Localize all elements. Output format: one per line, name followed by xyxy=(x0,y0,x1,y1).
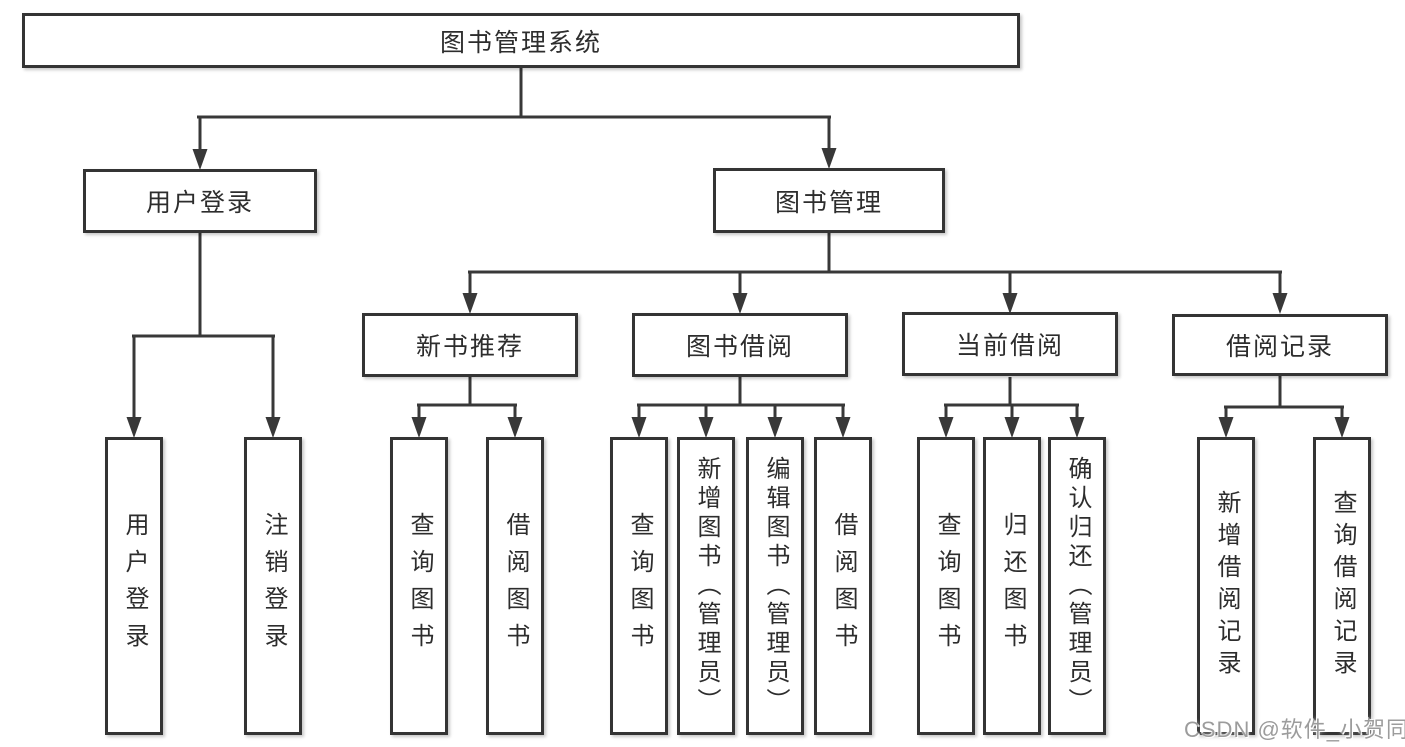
leaf-return-books: 归还图书 xyxy=(983,437,1041,735)
leaf-query-books-current-label: 查询图书 xyxy=(933,512,960,660)
leaf-add-book-admin-label: 新增图书（管理员） xyxy=(693,455,720,717)
leaf-borrow-books-recommend: 借阅图书 xyxy=(486,437,544,735)
node-root: 图书管理系统 xyxy=(22,13,1020,68)
node-book-borrowing-label: 图书借阅 xyxy=(685,333,794,361)
leaf-confirm-return-admin-label: 确认归还（管理员） xyxy=(1064,455,1091,717)
leaf-query-borrow-record-label: 查询借阅记录 xyxy=(1329,490,1356,682)
leaf-return-books-label: 归还图书 xyxy=(999,512,1026,660)
leaf-query-books-recommend-label: 查询图书 xyxy=(406,512,433,660)
leaf-query-books-recommend: 查询图书 xyxy=(390,437,448,735)
node-current-borrowing-label: 当前借阅 xyxy=(955,332,1064,360)
leaf-query-books-borrowing: 查询图书 xyxy=(610,437,668,735)
leaf-query-books-current: 查询图书 xyxy=(917,437,975,735)
leaf-query-books-borrowing-label: 查询图书 xyxy=(626,512,653,660)
leaf-user-login: 用户登录 xyxy=(105,437,163,735)
node-current-borrowing: 当前借阅 xyxy=(902,312,1118,376)
leaf-add-book-admin: 新增图书（管理员） xyxy=(677,437,735,735)
leaf-edit-book-admin: 编辑图书（管理员） xyxy=(746,437,804,735)
leaf-logout-label: 注销登录 xyxy=(260,512,287,660)
node-user-login-branch-label: 用户登录 xyxy=(145,189,254,217)
leaf-borrow-books-borrowing: 借阅图书 xyxy=(814,437,872,735)
node-borrow-records-label: 借阅记录 xyxy=(1225,333,1334,361)
csdn-watermark: CSDN @软件_小贺同学 xyxy=(1184,717,1405,742)
leaf-user-login-label: 用户登录 xyxy=(121,512,148,660)
node-user-login-branch: 用户登录 xyxy=(83,169,317,233)
node-book-management: 图书管理 xyxy=(713,168,945,233)
leaf-edit-book-admin-label: 编辑图书（管理员） xyxy=(762,455,789,717)
node-root-label: 图书管理系统 xyxy=(439,28,602,57)
node-new-book-recommend: 新书推荐 xyxy=(362,313,578,377)
node-book-borrowing: 图书借阅 xyxy=(632,313,848,377)
leaf-add-borrow-record: 新增借阅记录 xyxy=(1197,437,1255,735)
leaf-logout: 注销登录 xyxy=(244,437,302,735)
leaf-borrow-books-recommend-label: 借阅图书 xyxy=(502,512,529,660)
node-new-book-recommend-label: 新书推荐 xyxy=(415,333,524,361)
node-borrow-records: 借阅记录 xyxy=(1172,314,1388,376)
leaf-add-borrow-record-label: 新增借阅记录 xyxy=(1213,490,1240,682)
leaf-confirm-return-admin: 确认归还（管理员） xyxy=(1048,437,1106,735)
node-book-management-label: 图书管理 xyxy=(774,188,883,217)
leaf-query-borrow-record: 查询借阅记录 xyxy=(1313,437,1371,735)
leaf-borrow-books-borrowing-label: 借阅图书 xyxy=(830,512,857,660)
